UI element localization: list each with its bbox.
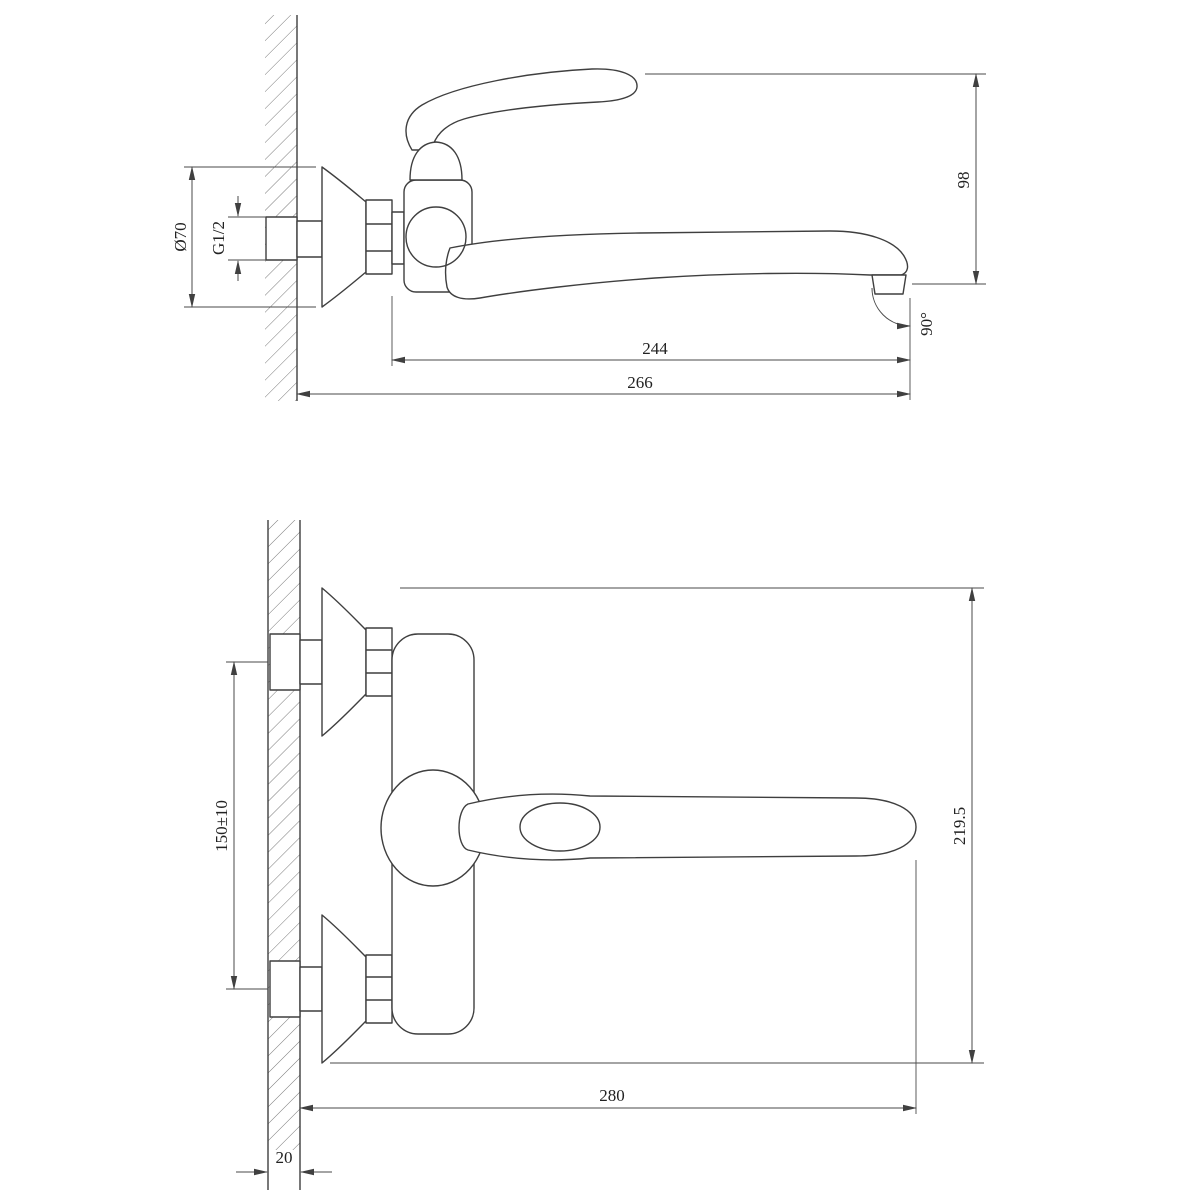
dim-label-flange-diameter: Ø70 xyxy=(171,222,190,251)
hex-nut-side xyxy=(365,199,393,275)
lower-nipple xyxy=(299,966,323,1012)
dim-label-spout-height: 98 xyxy=(954,172,973,189)
front-view: 150±10 219.5 280 20 xyxy=(212,520,984,1190)
inlet-nipple-side xyxy=(296,220,323,258)
dim-swivel-angle: 90° xyxy=(871,287,936,336)
dim-total-reach: 266 xyxy=(296,373,911,398)
dim-spout-height: 98 xyxy=(645,73,986,285)
dim-label-spout-reach: 244 xyxy=(642,339,668,358)
dim-label-total-reach: 266 xyxy=(627,373,653,392)
lower-escutcheon xyxy=(321,914,367,1064)
aerator-side xyxy=(871,274,907,295)
inlet-pipe-stub-side xyxy=(265,216,298,261)
dim-flange-diameter: Ø70 xyxy=(171,166,316,308)
dim-inlet-spacing: 150±10 xyxy=(212,661,268,990)
dim-spout-reach: 244 xyxy=(391,296,911,366)
cartridge-dome-side xyxy=(409,141,463,181)
upper-escutcheon xyxy=(321,587,367,737)
dim-label-swivel-angle: 90° xyxy=(917,312,936,336)
dim-label-thread-size: G1/2 xyxy=(209,221,228,255)
dim-thread-size: G1/2 xyxy=(209,196,266,281)
dim-label-inlet-spacing: 150±10 xyxy=(212,800,231,852)
upper-nipple xyxy=(299,639,323,685)
dim-label-overall-height: 219.5 xyxy=(950,807,969,845)
dim-label-overall-reach: 280 xyxy=(599,1086,625,1105)
neck-side xyxy=(391,211,405,265)
dim-overall-reach: 280 xyxy=(299,860,917,1114)
handle-base-detail xyxy=(519,802,601,852)
swivel-joint-circle xyxy=(405,206,467,268)
dim-label-wall-clearance: 20 xyxy=(276,1148,293,1167)
lever-handle-front xyxy=(458,793,917,861)
dim-wall-clearance: 20 xyxy=(236,1148,332,1176)
spout-side xyxy=(444,230,909,300)
upper-pipe-stub xyxy=(269,633,301,691)
wall-hatch-front xyxy=(268,520,300,1150)
lower-pipe-stub xyxy=(269,960,301,1018)
lever-handle-side xyxy=(405,68,638,151)
wall-section-front xyxy=(267,520,301,1190)
upper-hex-nut xyxy=(365,627,393,697)
wall-section-side xyxy=(265,15,298,401)
side-view: Ø70 G1/2 98 90° 244 xyxy=(171,15,986,401)
lower-inlet xyxy=(269,914,393,1064)
wall-hatch-side xyxy=(265,15,297,401)
dim-overall-height: 219.5 xyxy=(330,587,984,1064)
lower-hex-nut xyxy=(365,954,393,1024)
escutcheon-side xyxy=(321,166,367,308)
upper-inlet xyxy=(269,587,393,737)
